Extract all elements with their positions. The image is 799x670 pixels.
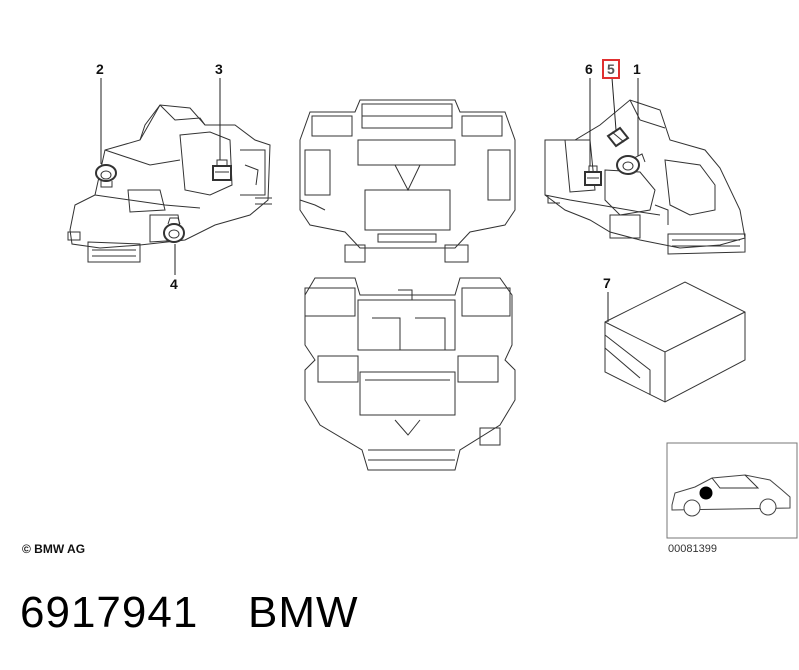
callout-1: 1 xyxy=(633,61,641,77)
right-heater-housing xyxy=(544,99,746,255)
part-1-grommet xyxy=(616,153,646,175)
callout-6: 6 xyxy=(585,61,593,77)
part-5-clip xyxy=(606,126,630,148)
callout-5-highlighted: 5 xyxy=(602,59,620,79)
part-6-clip xyxy=(584,165,602,186)
part-3-clip xyxy=(212,159,232,181)
image-number: 00081399 xyxy=(668,543,717,555)
car-locator-inset xyxy=(666,442,798,539)
part-7-insulation-pad xyxy=(604,281,746,403)
callout-2: 2 xyxy=(96,61,104,77)
callout-7: 7 xyxy=(603,275,611,291)
part-2-grommet xyxy=(95,164,117,188)
callout-3: 3 xyxy=(215,61,223,77)
center-housing-bottom xyxy=(304,277,516,471)
part-4-grommet xyxy=(163,217,185,243)
callout-4: 4 xyxy=(170,276,178,292)
brand-title: BMW xyxy=(248,588,359,637)
part-number-title: 6917941 xyxy=(20,588,199,637)
leader-lines xyxy=(100,77,639,322)
copyright-label: © BMW AG xyxy=(22,542,86,556)
center-housing-top xyxy=(299,99,516,263)
